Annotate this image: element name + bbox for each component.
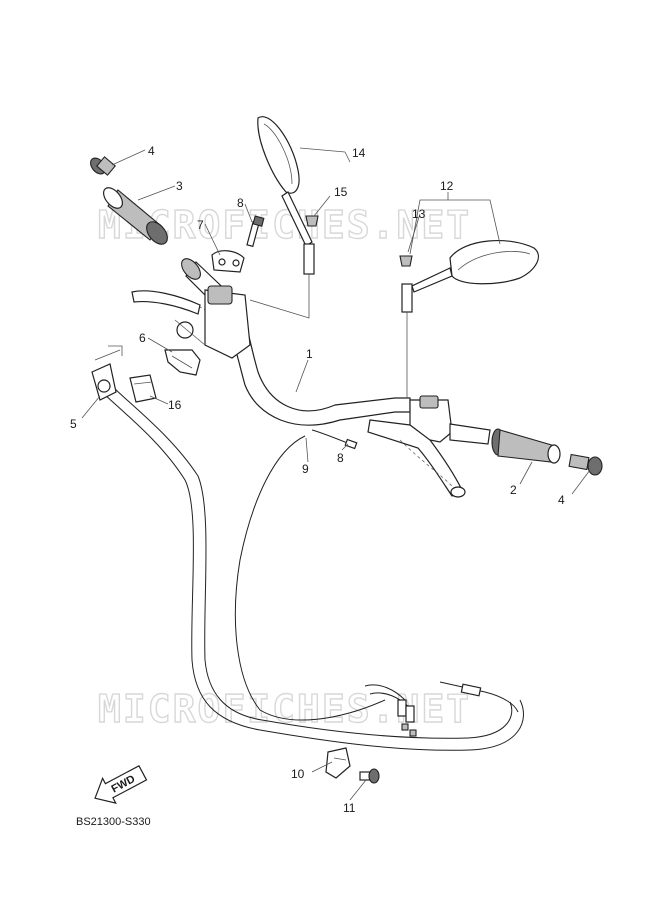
callout-16: 16 bbox=[168, 398, 182, 412]
switch-holder bbox=[164, 349, 201, 376]
right-grip bbox=[449, 423, 561, 464]
callout-10: 10 bbox=[291, 767, 305, 781]
callout-5: 5 bbox=[70, 417, 77, 431]
handlebar bbox=[181, 258, 411, 426]
right-mirror-cap bbox=[399, 255, 413, 267]
left-grip bbox=[103, 187, 168, 245]
callout-12: 12 bbox=[440, 179, 454, 193]
cable-clamp bbox=[325, 747, 351, 779]
callout-4-right: 4 bbox=[558, 493, 565, 507]
callout-15: 15 bbox=[334, 185, 348, 199]
drawing-code: BS21300-S330 bbox=[76, 816, 151, 828]
left-mirror-cap bbox=[305, 215, 319, 227]
callout-2: 2 bbox=[510, 483, 517, 497]
left-lever-assembly bbox=[131, 285, 251, 359]
callout-3: 3 bbox=[176, 179, 183, 193]
right-mirror bbox=[401, 239, 539, 398]
callout-6: 6 bbox=[139, 331, 146, 345]
callout-7: 7 bbox=[197, 218, 204, 232]
callout-14: 14 bbox=[352, 146, 366, 160]
clamp-screw bbox=[359, 768, 380, 784]
watermark-bottom: MICROFICHES.NET bbox=[98, 687, 471, 731]
callout-4-left: 4 bbox=[148, 144, 155, 158]
lever-clamp bbox=[211, 250, 245, 273]
callout-9: 9 bbox=[302, 462, 309, 476]
left-bar-end-weight bbox=[90, 156, 116, 176]
fwd-arrow-icon: FWD bbox=[94, 764, 148, 804]
cable-guide bbox=[129, 374, 157, 403]
right-bar-end-weight bbox=[568, 453, 603, 476]
clutch-cable bbox=[234, 429, 386, 721]
right-lever-assembly bbox=[367, 395, 466, 498]
leader-lines bbox=[81, 147, 591, 801]
callout-8: 8 bbox=[237, 196, 244, 210]
callout-1: 1 bbox=[306, 347, 313, 361]
clamp-bolt bbox=[246, 215, 265, 248]
callout-11: 11 bbox=[343, 801, 356, 815]
callout-8-cable: 8 bbox=[337, 451, 344, 465]
callout-13: 13 bbox=[412, 207, 426, 221]
throttle-cable bbox=[91, 345, 524, 751]
cable-end-fittings bbox=[364, 681, 519, 737]
left-mirror bbox=[249, 116, 315, 319]
